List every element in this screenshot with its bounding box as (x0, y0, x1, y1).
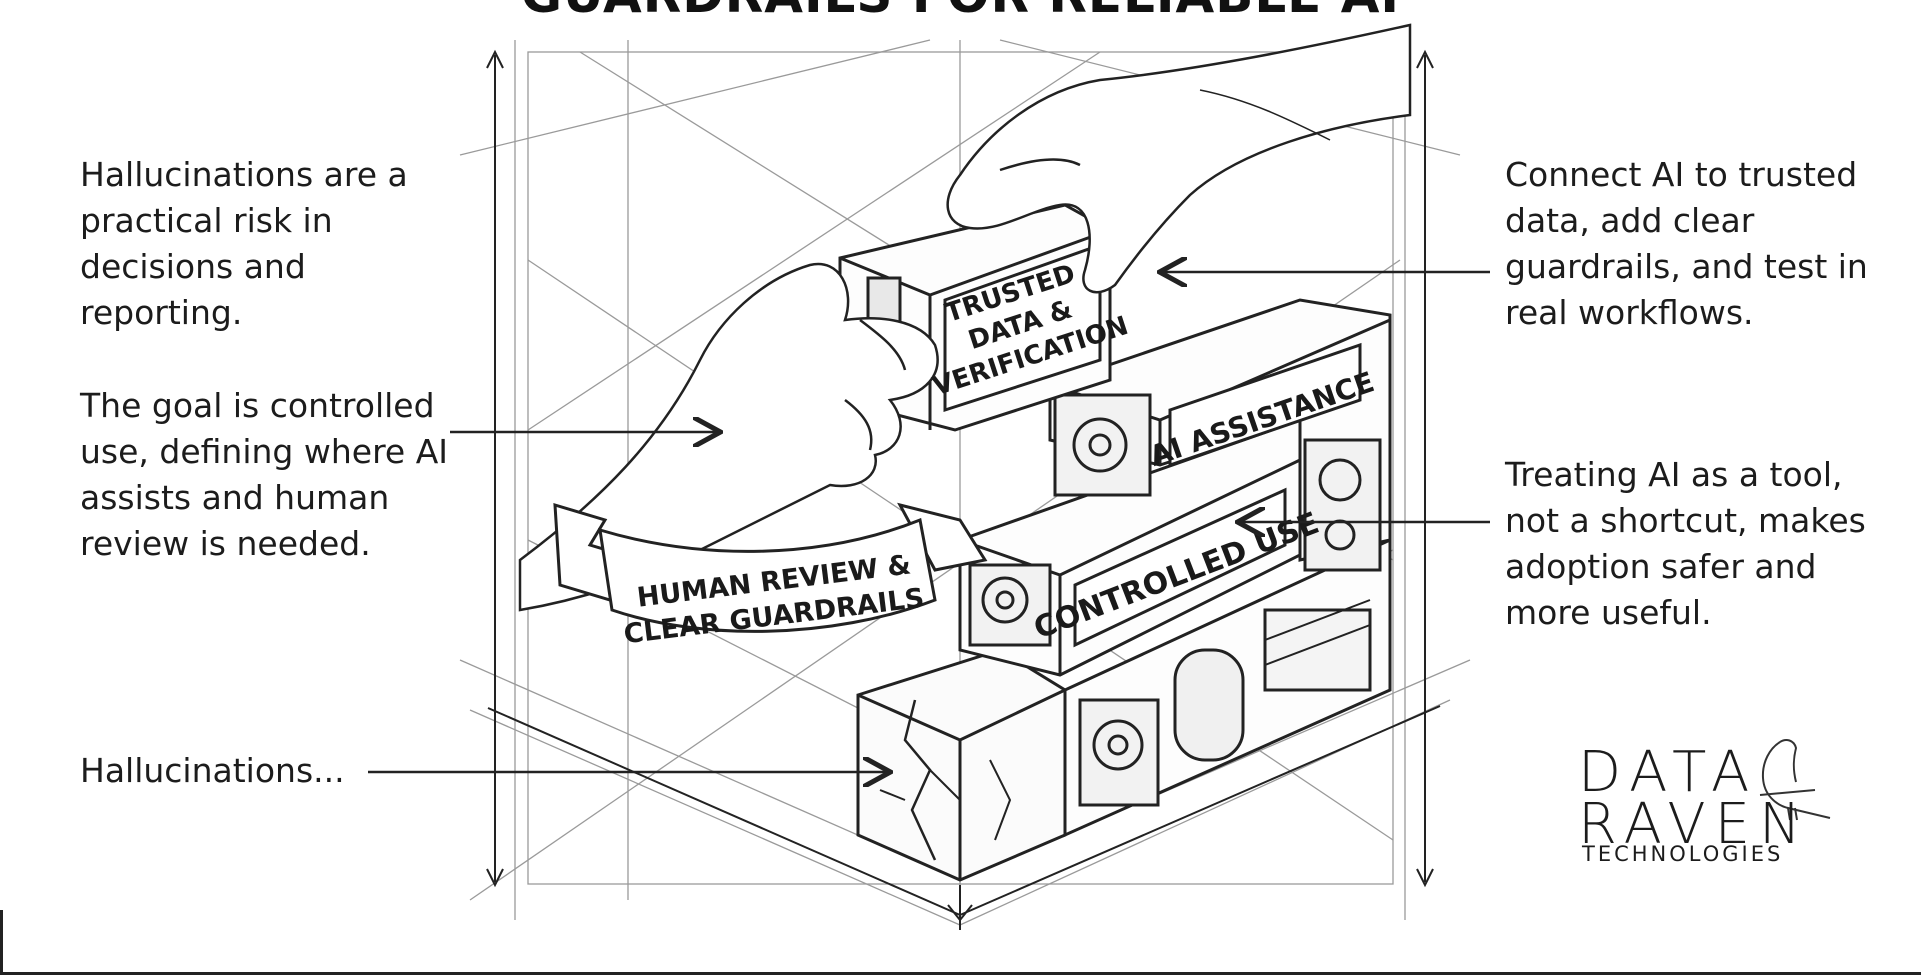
logo-technologies: TECHNOLOGIES (1582, 842, 1784, 866)
raven-icon (1759, 739, 1831, 821)
callout-arrows (368, 272, 1490, 772)
bottom-border (0, 972, 1921, 975)
note-hallucination-risk: Hallucinations are a practical risk in d… (80, 155, 408, 332)
machine-blocks-lower (1063, 537, 1392, 838)
note-hallucinations: Hallucinations... (80, 751, 345, 790)
logo-data: DATA (1578, 740, 1759, 805)
ribbon-banner (553, 502, 988, 633)
ai-assistance-block (1048, 298, 1392, 572)
dimension-arrows (486, 49, 1441, 930)
top-hand (946, 23, 1412, 294)
frame-corner-mark (0, 910, 3, 972)
cracked-block (856, 648, 1067, 882)
note-connect-trusted-data: Connect AI to trusted data, add clear gu… (1505, 155, 1868, 332)
bottom-hand (518, 262, 939, 612)
note-controlled-use-goal: The goal is controlled use, defining whe… (80, 386, 449, 563)
note-treat-ai-as-tool: Treating AI as a tool, not a shortcut, m… (1505, 455, 1866, 632)
logo-raven: RAVEN (1578, 792, 1810, 857)
page-title: GUARDRAILS FOR RELIABLE AI (0, 0, 1921, 24)
